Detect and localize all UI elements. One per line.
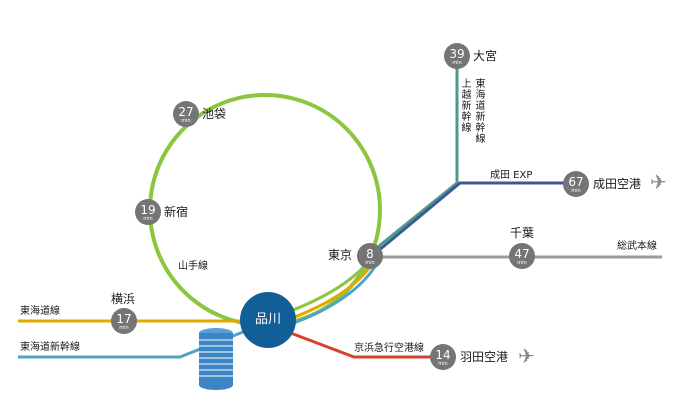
- unit-label: min: [119, 325, 129, 331]
- keikyu-line: [287, 330, 440, 359]
- badge-omiya: 39 min: [444, 43, 470, 69]
- minutes-chiba: 47: [514, 247, 530, 261]
- station-name-narita: 成田空港: [593, 177, 642, 191]
- minutes-haneda: 14: [435, 348, 451, 362]
- badge-narita: 67 min: [563, 171, 589, 197]
- line-label-joetsu-shinkansen: 上越新幹線: [459, 78, 470, 133]
- unit-label: min: [181, 118, 191, 124]
- unit-label: min: [452, 60, 462, 66]
- badge-shinjuku: 19 min: [135, 199, 161, 225]
- tokaido-shinkansen-upper: [293, 264, 378, 325]
- line-label-sobu: 総武本線: [617, 241, 657, 252]
- minutes-ikebukuro: 27: [178, 105, 194, 119]
- airplane-icon: ✈: [518, 344, 535, 368]
- station-name-tokyo: 東京: [328, 248, 353, 262]
- narita-express-line: [371, 181, 578, 258]
- minutes-omiya: 39: [449, 47, 465, 61]
- badge-tokyo: 8 min: [357, 243, 383, 269]
- station-name-shinjuku: 新宿: [164, 205, 189, 219]
- hub-station-shinagawa: 品川: [240, 292, 296, 348]
- line-label-narita-exp: 成田 EXP: [490, 170, 533, 181]
- airplane-icon: ✈: [650, 170, 667, 194]
- minutes-yokohama: 17: [116, 312, 132, 326]
- shinkansen-north-line: [367, 45, 459, 257]
- unit-label: min: [571, 188, 581, 194]
- line-label-yamanote: 山手線: [178, 261, 208, 272]
- unit-label: min: [517, 260, 527, 266]
- minutes-narita: 67: [568, 175, 584, 189]
- station-name-ikebukuro: 池袋: [202, 107, 227, 121]
- badge-ikebukuro: 27 min: [173, 101, 199, 127]
- line-label-tokaido: 東海道線: [20, 306, 60, 317]
- badge-yokohama: 17 min: [111, 308, 137, 334]
- badge-haneda: 14 min: [430, 344, 456, 370]
- station-name-chiba: 千葉: [510, 226, 535, 240]
- minutes-shinjuku: 19: [140, 203, 156, 217]
- station-name-haneda: 羽田空港: [460, 350, 509, 364]
- building-icon: [199, 328, 233, 390]
- minutes-tokyo: 8: [366, 247, 374, 261]
- line-label-tokaido-shinkansen: 東海道新幹線: [20, 342, 80, 353]
- station-name-omiya: 大宮: [473, 49, 498, 63]
- unit-label: min: [365, 260, 375, 266]
- line-label-keikyu: 京浜急行空港線: [354, 343, 424, 354]
- badge-chiba: 47 min: [509, 243, 535, 269]
- station-name-yokohama: 横浜: [111, 292, 136, 306]
- unit-label: min: [143, 216, 153, 222]
- tokaido-line-mid: [291, 263, 374, 320]
- unit-label: min: [438, 361, 448, 367]
- line-label-tohoku-shinkansen: 東海道新幹線: [473, 78, 484, 144]
